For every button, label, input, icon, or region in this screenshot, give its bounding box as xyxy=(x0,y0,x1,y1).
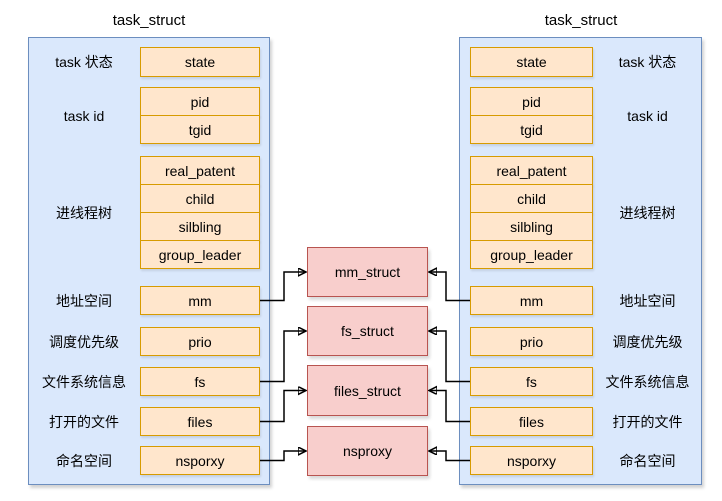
left-field-child: child xyxy=(140,184,260,213)
right-task-struct-title: task_struct xyxy=(544,12,618,29)
right-field-state: state xyxy=(470,47,593,77)
right-label-fs-info: 文件系统信息 xyxy=(605,374,690,390)
left-field-nsporxy: nsporxy xyxy=(140,446,260,475)
right-field-mm: mm xyxy=(470,286,593,315)
right-field-silbling: silbling xyxy=(470,212,593,241)
struct-files-struct: files_struct xyxy=(307,365,428,416)
left-label-sched-priority: 调度优先级 xyxy=(49,334,119,350)
left-field-tgid: tgid xyxy=(140,115,260,144)
right-field-nsporxy: nsporxy xyxy=(470,446,593,475)
left-field-pid: pid xyxy=(140,87,260,116)
right-field-tgid: tgid xyxy=(470,115,593,144)
right-label-open-files: 打开的文件 xyxy=(612,414,683,430)
left-label-open-files: 打开的文件 xyxy=(49,414,119,430)
left-field-files: files xyxy=(140,407,260,436)
left-field-silbling: silbling xyxy=(140,212,260,241)
left-field-group-leader: group_leader xyxy=(140,240,260,269)
right-field-fs: fs xyxy=(470,367,593,396)
struct-nsproxy: nsproxy xyxy=(307,426,428,476)
right-field-pid: pid xyxy=(470,87,593,116)
right-label-task-id: task id xyxy=(627,108,668,124)
right-field-child: child xyxy=(470,184,593,213)
right-label-address-space: 地址空间 xyxy=(619,293,676,309)
left-field-mm: mm xyxy=(140,286,260,315)
struct-mm-struct: mm_struct xyxy=(307,247,428,297)
struct-fs-struct: fs_struct xyxy=(307,306,428,356)
left-field-state: state xyxy=(140,47,260,77)
right-field-real-patent: real_patent xyxy=(470,156,593,185)
left-label-namespace: 命名空间 xyxy=(56,453,112,469)
right-label-task-state: task 状态 xyxy=(618,54,677,70)
left-field-real-patent: real_patent xyxy=(140,156,260,185)
left-label-address-space: 地址空间 xyxy=(56,293,112,309)
right-label-namespace: 命名空间 xyxy=(619,453,676,469)
left-task-struct-title: task_struct xyxy=(112,12,186,29)
right-label-sched-priority: 调度优先级 xyxy=(612,334,683,350)
left-label-fs-info: 文件系统信息 xyxy=(42,374,126,390)
left-label-task-id: task id xyxy=(63,108,105,124)
right-field-prio: prio xyxy=(470,327,593,356)
left-field-fs: fs xyxy=(140,367,260,396)
right-field-group-leader: group_leader xyxy=(470,240,593,269)
left-label-process-tree: 进线程树 xyxy=(56,205,112,221)
right-label-process-tree: 进线程树 xyxy=(619,205,676,221)
left-label-task-state: task 状态 xyxy=(55,54,113,70)
right-field-files: files xyxy=(470,407,593,436)
left-field-prio: prio xyxy=(140,327,260,356)
